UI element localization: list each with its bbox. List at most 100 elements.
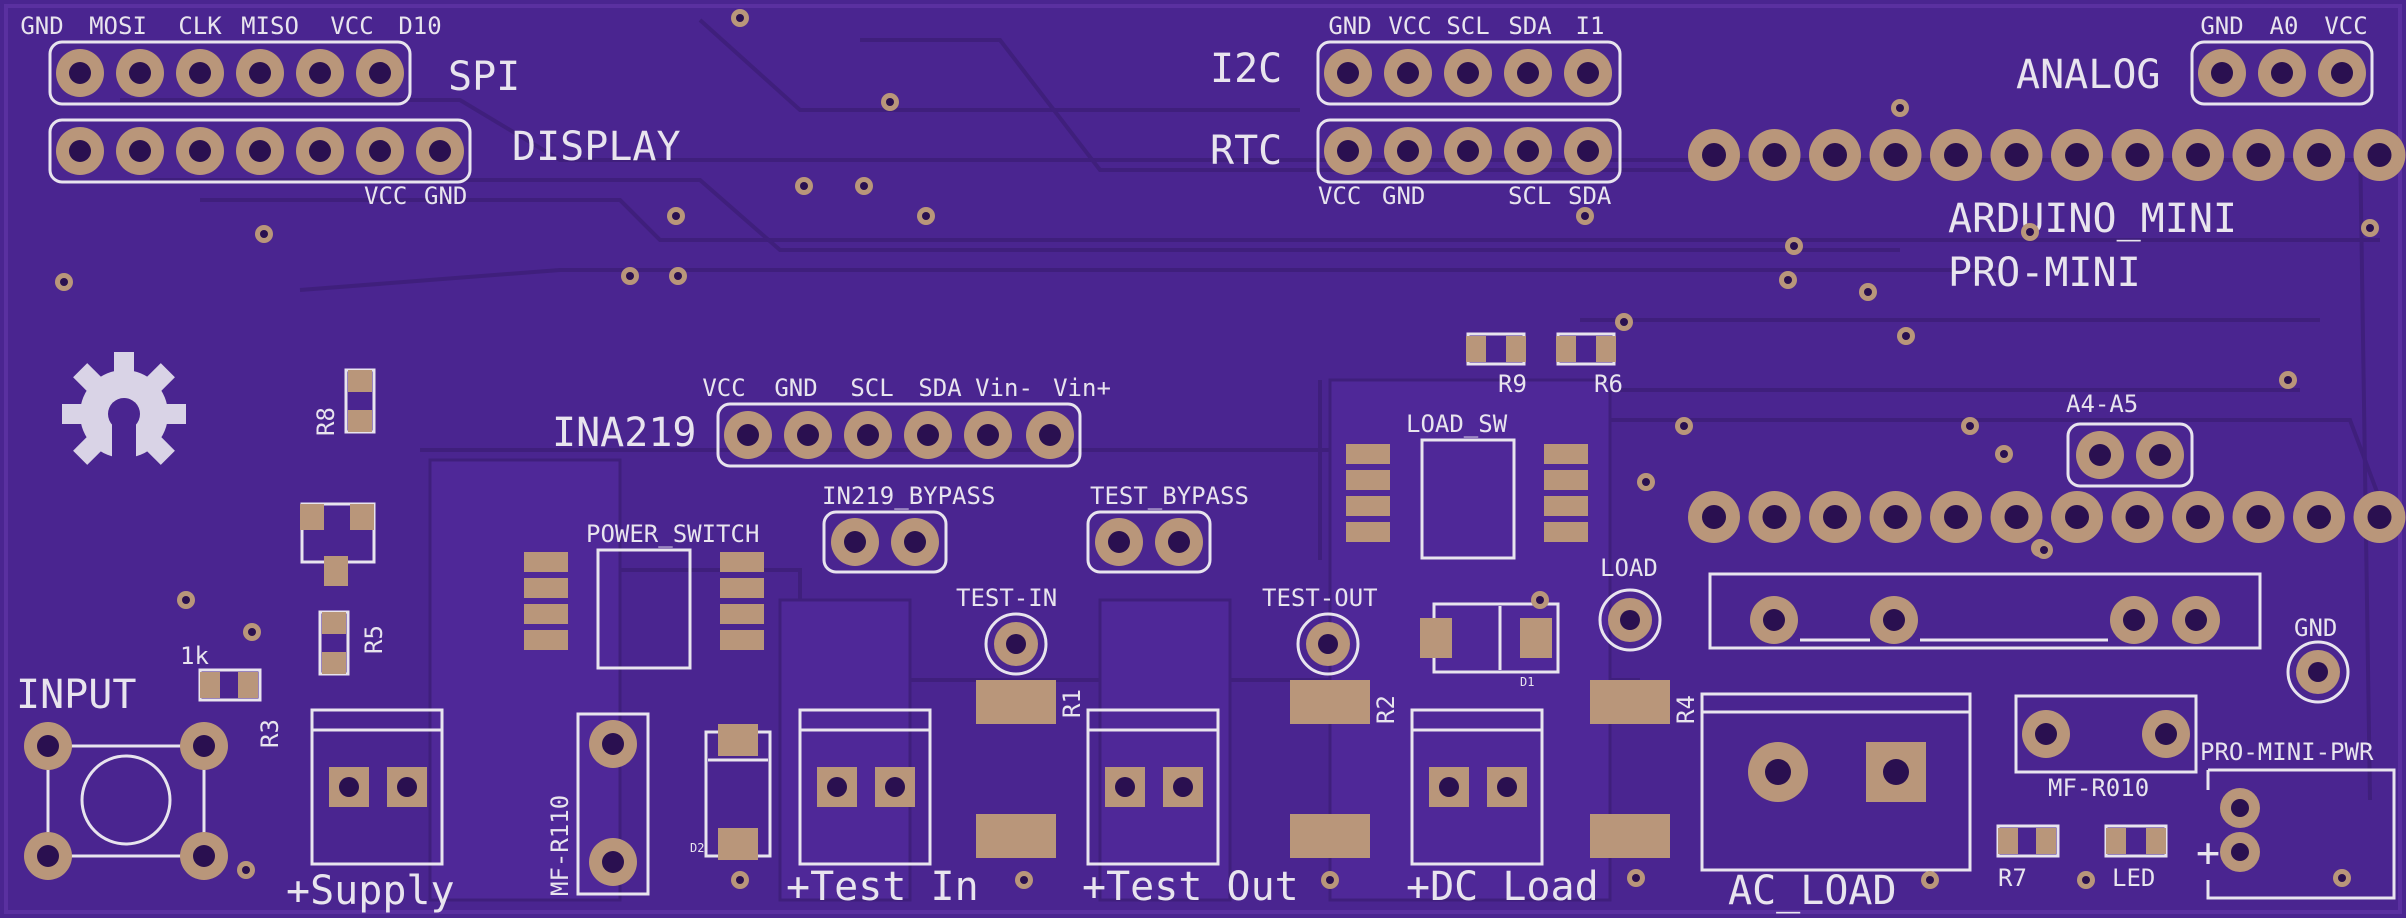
analog-pin-label: VCC [2324, 12, 2367, 40]
ina219-pin [784, 411, 832, 459]
via [795, 177, 813, 195]
input-label: INPUT [16, 672, 136, 718]
arduino-pin [2293, 129, 2345, 181]
analog-pin-label: A0 [2270, 12, 2299, 40]
via [1531, 591, 1549, 609]
copper-pours [428, 378, 1612, 902]
power-switch: POWER_SWITCH [524, 520, 764, 670]
resistor-r8: R8 [312, 368, 376, 436]
i2c-pin [1504, 49, 1552, 97]
arduino-pin [2232, 129, 2285, 181]
spi-pin [116, 49, 164, 97]
resistor-r6: R6 [1556, 332, 1623, 398]
display-pin [236, 127, 284, 175]
spi-pin-label: MOSI [89, 12, 147, 40]
input-button: INPUT [16, 672, 228, 880]
arduino-pin [2111, 491, 2164, 543]
arduino-pin [2051, 129, 2103, 181]
terminal-test-in-label: +Test In [786, 864, 979, 910]
rtc-pin [1444, 127, 1492, 175]
spi-pin-label: VCC [330, 12, 373, 40]
via [1576, 207, 1594, 225]
rtc-pin [1564, 127, 1612, 175]
via [855, 177, 873, 195]
via [2279, 371, 2297, 389]
i2c-pin-label: SDA [1508, 12, 1552, 40]
arduino-pin [2232, 491, 2285, 543]
arduino-pin [2172, 129, 2224, 181]
arduino-pin [1869, 129, 1922, 181]
ina219-pin-label: SCL [850, 374, 893, 402]
arduino-pin [2051, 491, 2103, 543]
arduino-pin [2293, 491, 2345, 543]
arduino-pin [1990, 129, 2043, 181]
i2c-pin-label: VCC [1388, 12, 1431, 40]
via [55, 273, 73, 291]
r7-label: R7 [1998, 864, 2027, 892]
rtc-pin [1504, 127, 1552, 175]
spi-pin [236, 49, 284, 97]
r9-label: R9 [1498, 370, 1527, 398]
i2c-title: I2C [1210, 46, 1282, 92]
terminal-test-out-label: +Test Out [1082, 864, 1299, 910]
display-pin [296, 127, 344, 175]
via [1897, 327, 1915, 345]
via [255, 225, 273, 243]
via [731, 871, 749, 889]
arduino-title: ARDUINO_MINI [1948, 196, 2237, 242]
rtc-header: RTC VCC GND SCL SDA [1210, 118, 1622, 210]
via [1779, 271, 1797, 289]
via [2021, 223, 2039, 241]
mf-r010-label: MF-R010 [2048, 774, 2149, 802]
arduino-pin [1930, 491, 1982, 543]
resistor-r3: 1k R3 [180, 642, 284, 748]
via [1015, 871, 1033, 889]
i2c-pin-label: GND [1328, 12, 1371, 40]
rtc-pin [1324, 127, 1372, 175]
arduino-pin [1809, 129, 1861, 181]
a4-a5-label: A4-A5 [2066, 390, 2138, 418]
i2c-pin-label: I1 [1576, 12, 1605, 40]
in219-bypass-jumper: IN219_BYPASS [822, 482, 995, 574]
arduino-pin [1688, 491, 1740, 543]
arduino-pin [1869, 491, 1922, 543]
via [1859, 283, 1877, 301]
ina219-pin-label: Vin- [975, 374, 1033, 402]
load-point: LOAD [1598, 554, 1662, 652]
ina219-pin-label: Vin+ [1053, 374, 1111, 402]
via [1785, 237, 1803, 255]
arduino-pin [1688, 129, 1740, 181]
fuse-mf-r110: MF-R110 [546, 712, 650, 896]
spi-pin-label: GND [20, 12, 63, 40]
arduino-pin [2353, 491, 2406, 543]
analog-pin [2198, 49, 2246, 97]
display-header: DISPLAY VCC GND [48, 118, 681, 210]
via [881, 93, 899, 111]
terminal-test-in [798, 708, 932, 866]
spi-title: SPI [448, 54, 520, 100]
via [1921, 871, 1939, 889]
led-label: LED [2112, 864, 2155, 892]
d2-label: D2 [690, 841, 704, 855]
r1-label: R1 [1058, 689, 1086, 718]
led: LED [2104, 824, 2168, 892]
ina219-pin [904, 411, 952, 459]
resistor-r7: R7 [1996, 824, 2060, 892]
arduino-pin [1930, 129, 1982, 181]
rtc-pin-label: GND [1382, 182, 1425, 210]
vias [55, 9, 2379, 889]
ina219-title: INA219 [552, 410, 697, 456]
via [2333, 869, 2351, 887]
test-bypass-label: TEST_BYPASS [1090, 482, 1249, 510]
gnd-label: GND [2294, 614, 2337, 642]
via [177, 591, 195, 609]
gnd-point: GND [2286, 614, 2350, 704]
transistor [300, 502, 376, 586]
plus-label: + [2196, 830, 2220, 876]
test-in-point: TEST-IN [956, 584, 1057, 676]
ina219-pin [724, 411, 772, 459]
via [2361, 219, 2379, 237]
